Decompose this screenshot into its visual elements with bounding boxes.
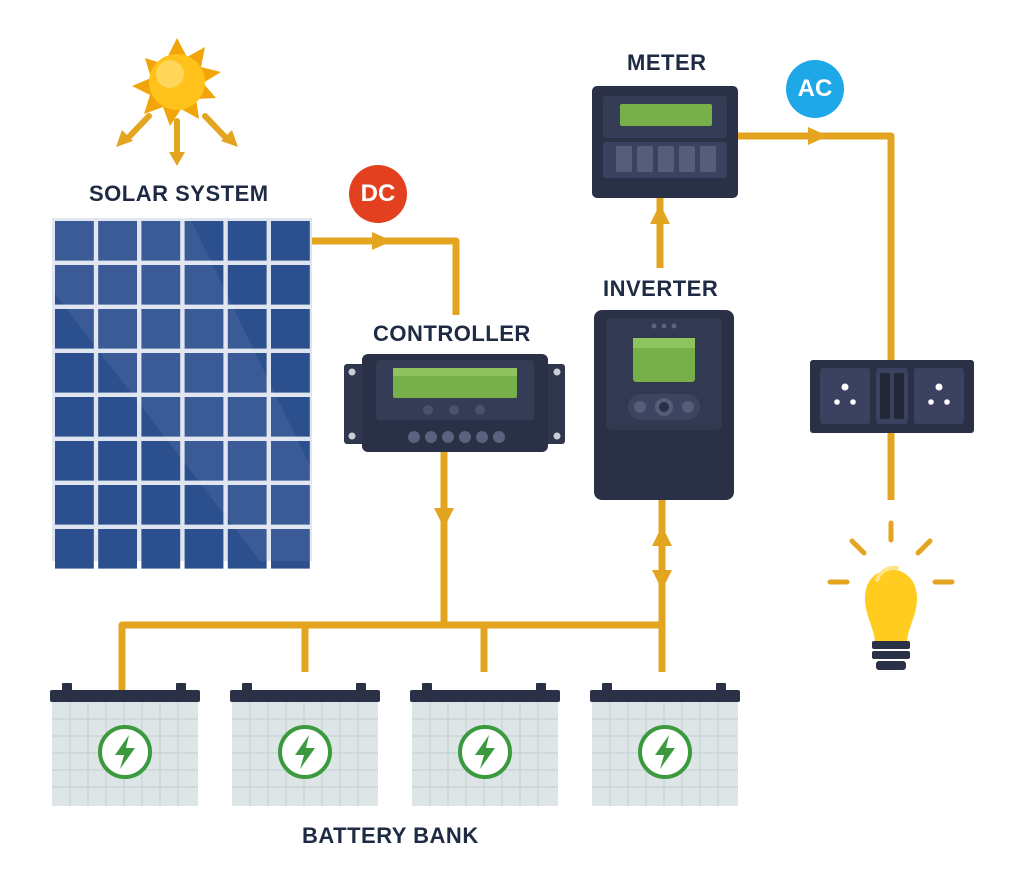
solar-cell	[227, 221, 267, 261]
solar-cell	[141, 441, 181, 481]
wire-meter-to-socket	[738, 132, 895, 360]
solar-panel	[52, 218, 312, 569]
solar-cell	[184, 529, 224, 569]
arrow-meter-up	[650, 204, 670, 224]
solar-system-label: SOLAR SYSTEM	[89, 181, 269, 206]
battery-bank	[50, 683, 740, 806]
solar-cell	[271, 485, 310, 525]
solar-cell	[141, 309, 181, 349]
battery-3	[410, 683, 560, 806]
light-bulb-icon	[827, 520, 955, 670]
solar-cell	[141, 353, 181, 393]
solar-cell	[227, 353, 267, 393]
solar-cell	[98, 529, 137, 569]
lightning-bolt-icon	[458, 725, 512, 779]
solar-cell	[55, 529, 94, 569]
solar-cell	[98, 397, 137, 437]
wire-panel-to-controller	[312, 237, 460, 315]
lightning-bolt-icon	[98, 725, 152, 779]
sun-icon	[116, 38, 238, 166]
solar-cell	[271, 221, 310, 261]
solar-cell	[184, 221, 224, 261]
electric-meter	[592, 86, 738, 198]
solar-cell	[141, 221, 181, 261]
flow-arrows	[372, 127, 828, 590]
ac-badge: AC	[786, 60, 844, 118]
solar-cell	[184, 353, 224, 393]
solar-cell	[271, 397, 310, 437]
lightning-bolt-icon	[278, 725, 332, 779]
arrow-ac-right	[808, 127, 828, 145]
solar-cell	[98, 353, 137, 393]
solar-cell	[98, 221, 137, 261]
solar-cell	[271, 441, 310, 481]
solar-cell	[55, 397, 94, 437]
arrow-inverter-up	[652, 526, 672, 546]
dc-badge: DC	[349, 165, 407, 223]
power-socket-icon	[810, 360, 974, 433]
arrow-dc-right	[372, 232, 392, 250]
charge-controller	[344, 354, 565, 452]
ac-badge-text: AC	[797, 75, 833, 102]
solar-cell	[184, 309, 224, 349]
solar-cell	[55, 221, 94, 261]
dc-badge-text: DC	[360, 180, 396, 207]
solar-cell	[141, 397, 181, 437]
solar-cell	[184, 397, 224, 437]
solar-cell	[227, 309, 267, 349]
solar-cell	[98, 265, 137, 305]
solar-cell	[55, 441, 94, 481]
solar-cell	[141, 529, 181, 569]
meter-label: METER	[627, 50, 707, 75]
solar-cell	[98, 441, 137, 481]
battery-1	[50, 683, 200, 806]
solar-cell	[227, 265, 267, 305]
solar-cell	[98, 309, 137, 349]
solar-cell	[271, 265, 310, 305]
arrow-inverter-down	[652, 570, 672, 590]
solar-cell	[141, 265, 181, 305]
battery-4	[590, 683, 740, 806]
solar-cell	[271, 309, 310, 349]
solar-cell	[184, 265, 224, 305]
lightning-bolt-icon	[638, 725, 692, 779]
solar-cell	[55, 265, 94, 305]
solar-cell	[227, 397, 267, 437]
inverter-device	[594, 310, 734, 500]
battery-2	[230, 683, 380, 806]
solar-cell	[271, 529, 310, 569]
arrow-controller-down	[434, 508, 454, 528]
solar-cell	[227, 441, 267, 481]
solar-cell	[98, 485, 137, 525]
solar-cell	[55, 353, 94, 393]
solar-cell	[184, 441, 224, 481]
solar-cell	[141, 485, 181, 525]
solar-cell	[227, 485, 267, 525]
solar-cell	[227, 529, 267, 569]
solar-cell	[184, 485, 224, 525]
solar-cell	[55, 485, 94, 525]
solar-cell	[55, 309, 94, 349]
wire-battery-bus	[118, 621, 662, 690]
inverter-label: INVERTER	[603, 276, 719, 301]
battery-bank-label: BATTERY BANK	[302, 823, 479, 848]
solar-panel-cells	[55, 221, 310, 569]
controller-label: CONTROLLER	[373, 321, 531, 346]
solar-cell	[271, 353, 310, 393]
